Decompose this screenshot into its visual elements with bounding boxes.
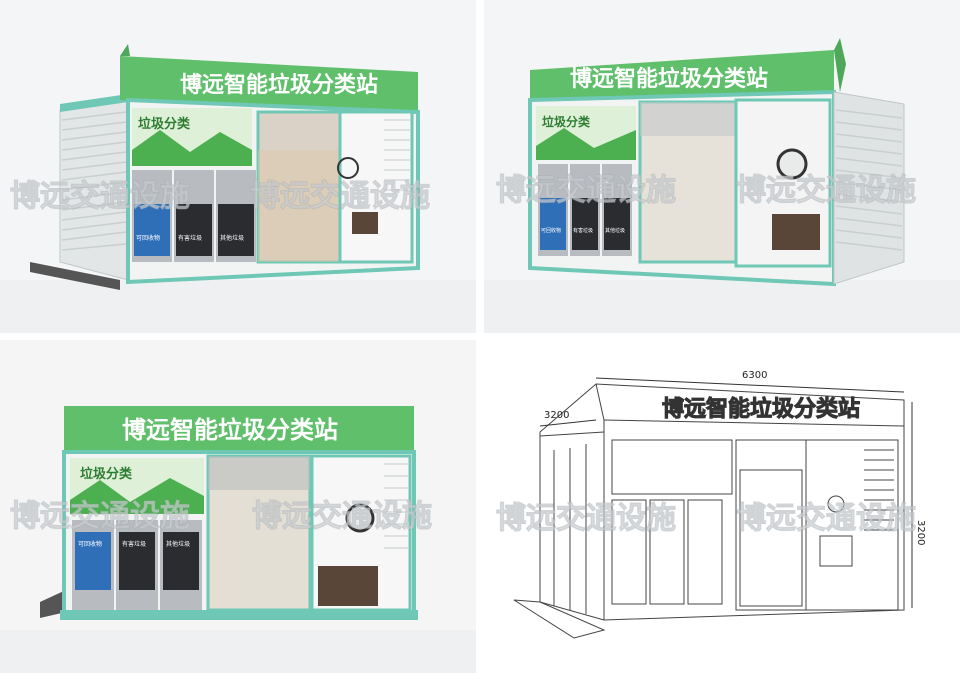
station-title-sign: 博远智能垃圾分类站 [570, 66, 768, 92]
watermark: 博远交通设施 [736, 501, 916, 536]
station-title-sign: 博远智能垃圾分类站 [180, 72, 378, 98]
bin-label-recyclable: 可回收物 [78, 540, 102, 548]
watermark: 博远交通设施 [10, 179, 190, 214]
watermark: 博远交通设施 [250, 179, 430, 214]
bin-label-recyclable: 可回收物 [136, 234, 160, 242]
panel-divider-horizontal [0, 333, 960, 340]
poster-title: 垃圾分类 [138, 116, 191, 132]
station-title-sign: 博远智能垃圾分类站 [662, 396, 860, 422]
render-left-perspective: 博远智能垃圾分类站 垃圾分类 可回收物 有害垃圾 其他垃圾 博远交通设施 博远交… [0, 0, 476, 333]
dimension-length: 6300 [742, 370, 767, 381]
line-drawing-dimensions: 博远智能垃圾分类站 6300 3200 3200 博远交通设施 博远交通设施 [484, 340, 960, 673]
render-front-view: 博远智能垃圾分类站 垃圾分类 可回收物 有害垃圾 其他垃圾 博远交通设施 博 [0, 340, 476, 673]
watermark: 博远交通设施 [496, 173, 676, 208]
station-title-sign: 博远智能垃圾分类站 [122, 416, 338, 444]
watermark: 博远交通设施 [10, 499, 190, 534]
watermark: 博远交通设施 [736, 173, 916, 208]
bin-label-hazardous: 有害垃圾 [573, 227, 593, 234]
bin-label-recyclable: 可回收物 [541, 227, 561, 234]
bin-label-other: 其他垃圾 [166, 540, 190, 548]
bin-label-hazardous: 有害垃圾 [178, 234, 202, 242]
poster-title: 垃圾分类 [80, 466, 133, 482]
poster-title: 垃圾分类 [542, 114, 591, 129]
bin-label-other: 其他垃圾 [605, 227, 625, 234]
bin-label-other: 其他垃圾 [220, 234, 244, 242]
watermark: 博远交通设施 [496, 501, 676, 536]
dimension-height: 3200 [915, 520, 926, 545]
watermark: 博远交通设施 [252, 499, 432, 534]
dimension-width: 3200 [544, 410, 569, 421]
render-right-perspective: 博远智能垃圾分类站 垃圾分类 可回收物 有害垃圾 其他垃圾 [484, 0, 960, 333]
bin-label-hazardous: 有害垃圾 [122, 540, 146, 548]
